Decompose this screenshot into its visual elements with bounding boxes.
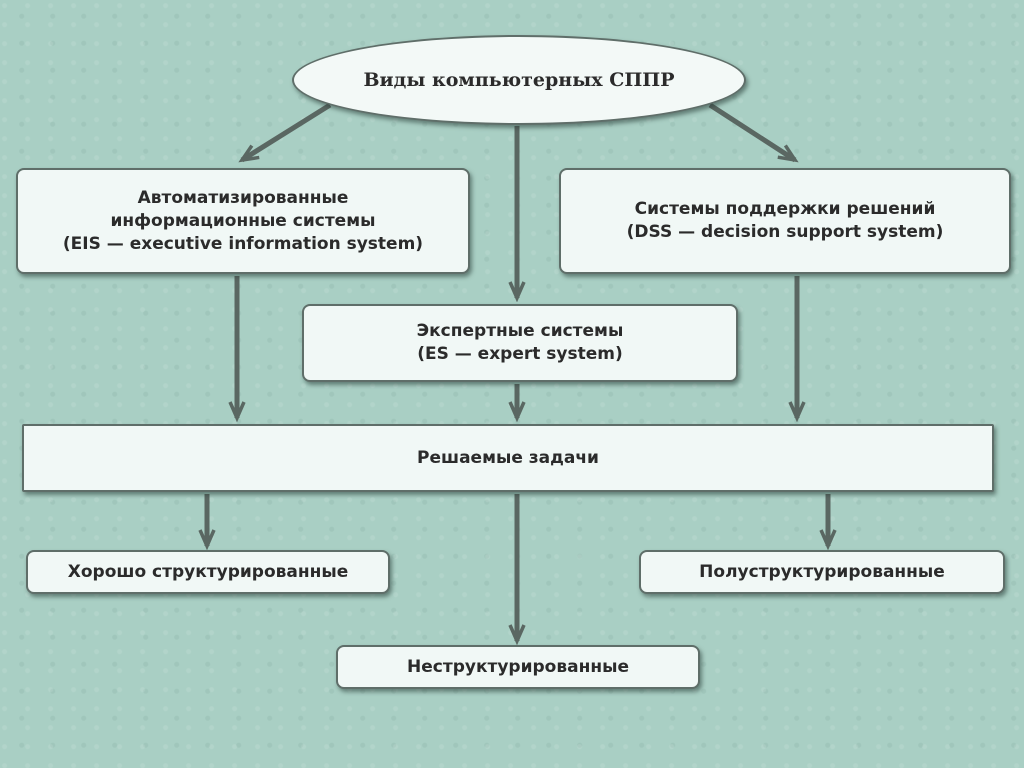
eis-line1: Автоматизированные (137, 187, 349, 208)
unstructured-node: Неструктурированные (336, 645, 700, 689)
eis-line2: информационные системы (110, 210, 376, 231)
well-structured-label: Хорошо структурированные (67, 561, 349, 582)
semi-structured-label: Полуструктурированные (699, 561, 945, 582)
dss-line2: (DSS — decision support system) (626, 222, 944, 242)
eis-node: Автоматизированные информационные систем… (16, 168, 470, 274)
semi-structured-node: Полуструктурированные (639, 550, 1005, 594)
dss-line1: Системы поддержки решений (634, 199, 936, 219)
root-node: Виды компьютерных СППР (292, 35, 746, 125)
well-structured-node: Хорошо структурированные (26, 550, 390, 594)
es-line1: Экспертные системы (416, 321, 624, 341)
root-label: Виды компьютерных СППР (363, 69, 675, 91)
arrow-root-to-eis (242, 102, 332, 160)
tasks-label: Решаемые задачи (417, 447, 599, 468)
dss-node: Системы поддержки решений (DSS — decisio… (559, 168, 1011, 274)
es-line2: (ES — expert system) (417, 344, 623, 364)
arrow-root-to-dss (708, 102, 795, 160)
unstructured-label: Неструктурированные (407, 656, 629, 677)
tasks-node: Решаемые задачи (22, 424, 994, 492)
eis-line3: (EIS — executive information system) (62, 233, 424, 254)
es-node: Экспертные системы (ES — expert system) (302, 304, 738, 382)
